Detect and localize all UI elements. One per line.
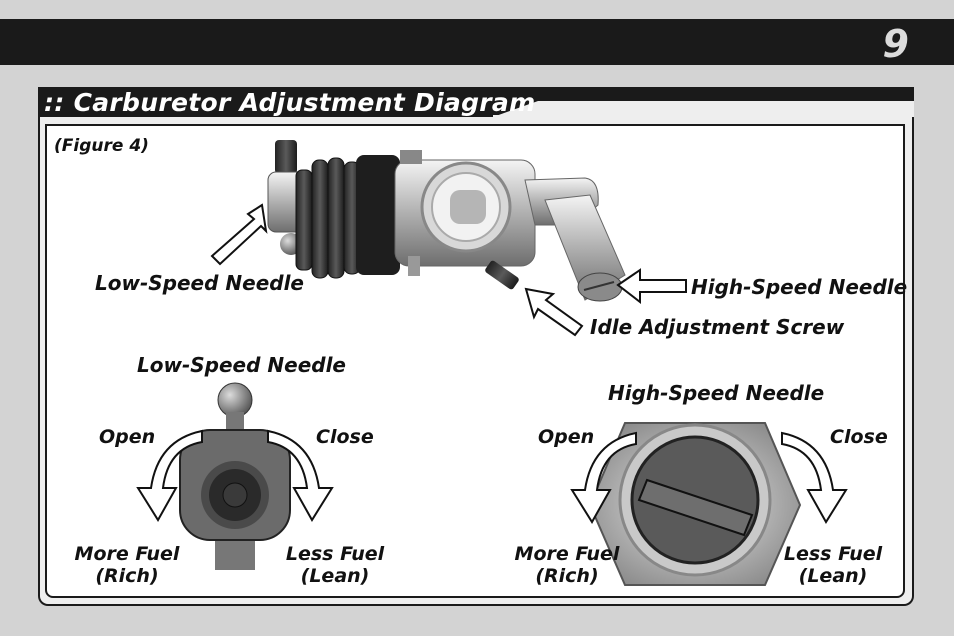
high-less-fuel-label: Less Fuel (Lean) [783,543,883,587]
low-less-fuel-label: Less Fuel (Lean) [285,543,385,587]
low-speed-title: Low-Speed Needle [137,353,346,377]
high-close-label: Close [830,426,888,448]
section-title: :: Carburetor Adjustment Diagram [44,88,536,117]
callout-high-speed-needle: High-Speed Needle [691,275,908,299]
low-more-fuel-label: More Fuel (Rich) [74,543,180,587]
carburetor-drawing [267,140,626,302]
low-open-arrow [136,429,203,522]
high-open-label: Open [538,426,595,448]
top-header-bar: 9 [0,19,954,66]
rotation-arrows [136,429,848,524]
high-open-arrow [570,431,637,524]
high-more-fuel-label: More Fuel (Rich) [514,543,620,587]
callout-idle-adjustment-screw: Idle Adjustment Screw [590,315,845,339]
high-speed-title: High-Speed Needle [608,381,825,405]
section-title-bar [38,87,914,117]
callout-low-speed-needle: Low-Speed Needle [95,271,304,295]
low-open-label: Open [99,426,156,448]
low-close-arrow [267,429,334,522]
figure-caption: (Figure 4) [54,136,149,156]
high-close-arrow [781,431,848,524]
low-speed-needle-drawing [179,382,291,570]
low-close-label: Close [316,426,374,448]
high-speed-needle-drawing [588,422,802,586]
page-number: 9 [882,22,910,66]
callout-arrows [210,203,687,337]
